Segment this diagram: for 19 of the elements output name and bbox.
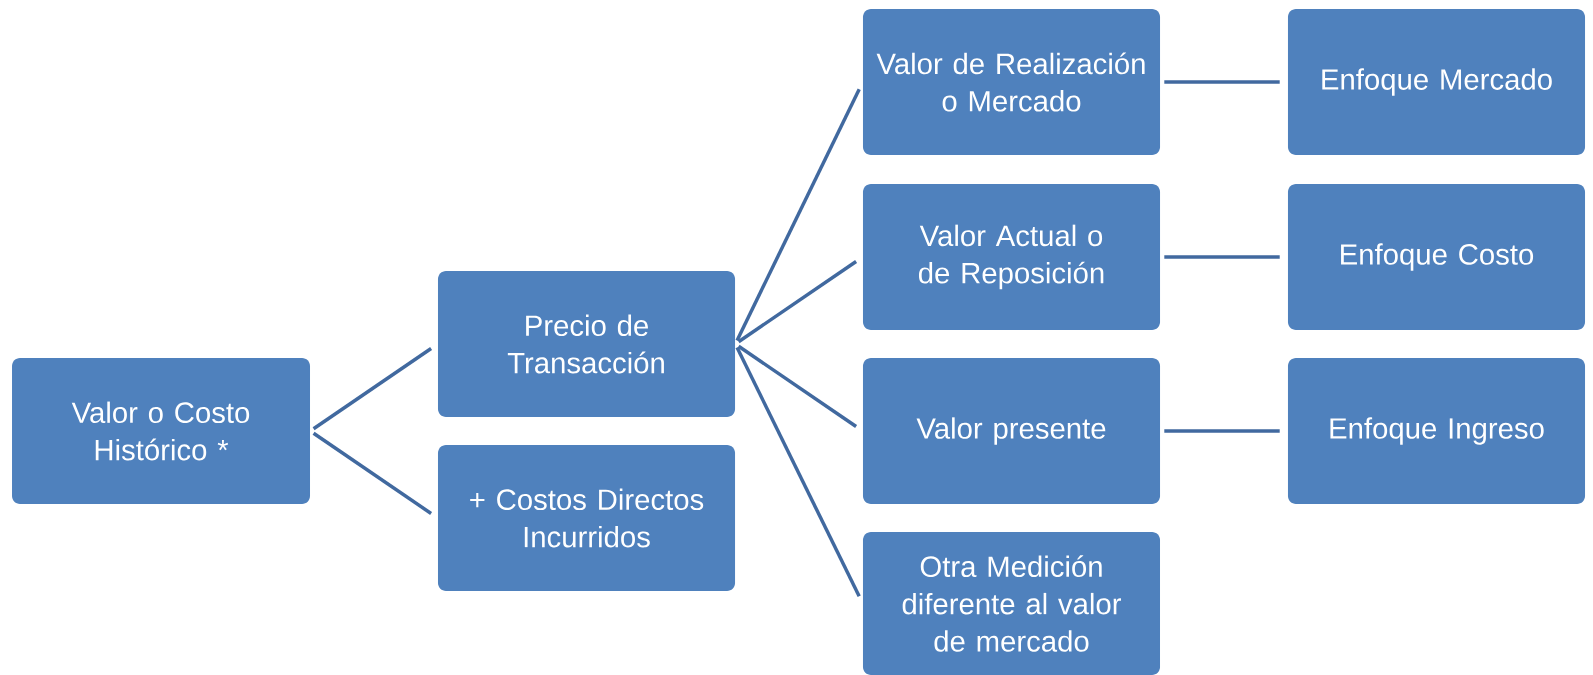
process-box: Precio de Transacción (438, 271, 736, 417)
process-box: Otra Medición diferente al valor de mercado (863, 532, 1161, 675)
process-box: Valor Actual o de Reposición (863, 184, 1161, 330)
connector-line (735, 346, 861, 598)
connector-line (312, 347, 433, 431)
process-box: Valor o Costo Histórico * (12, 358, 310, 504)
connector-line (312, 431, 433, 515)
connector-line (737, 344, 858, 428)
connector-line (1164, 429, 1280, 433)
connector-line (737, 260, 858, 344)
process-box: Valor presente (863, 358, 1161, 504)
connector-line (1164, 80, 1280, 84)
connector-line (1164, 255, 1280, 259)
process-box: Enfoque Ingreso (1287, 358, 1586, 504)
process-box: Valor de Realización o Mercado (863, 9, 1161, 155)
connector-line (735, 88, 861, 342)
process-box: + Costos Directos Incurridos (438, 445, 736, 591)
process-box: Enfoque Mercado (1287, 9, 1586, 155)
process-box: Enfoque Costo (1287, 184, 1586, 330)
